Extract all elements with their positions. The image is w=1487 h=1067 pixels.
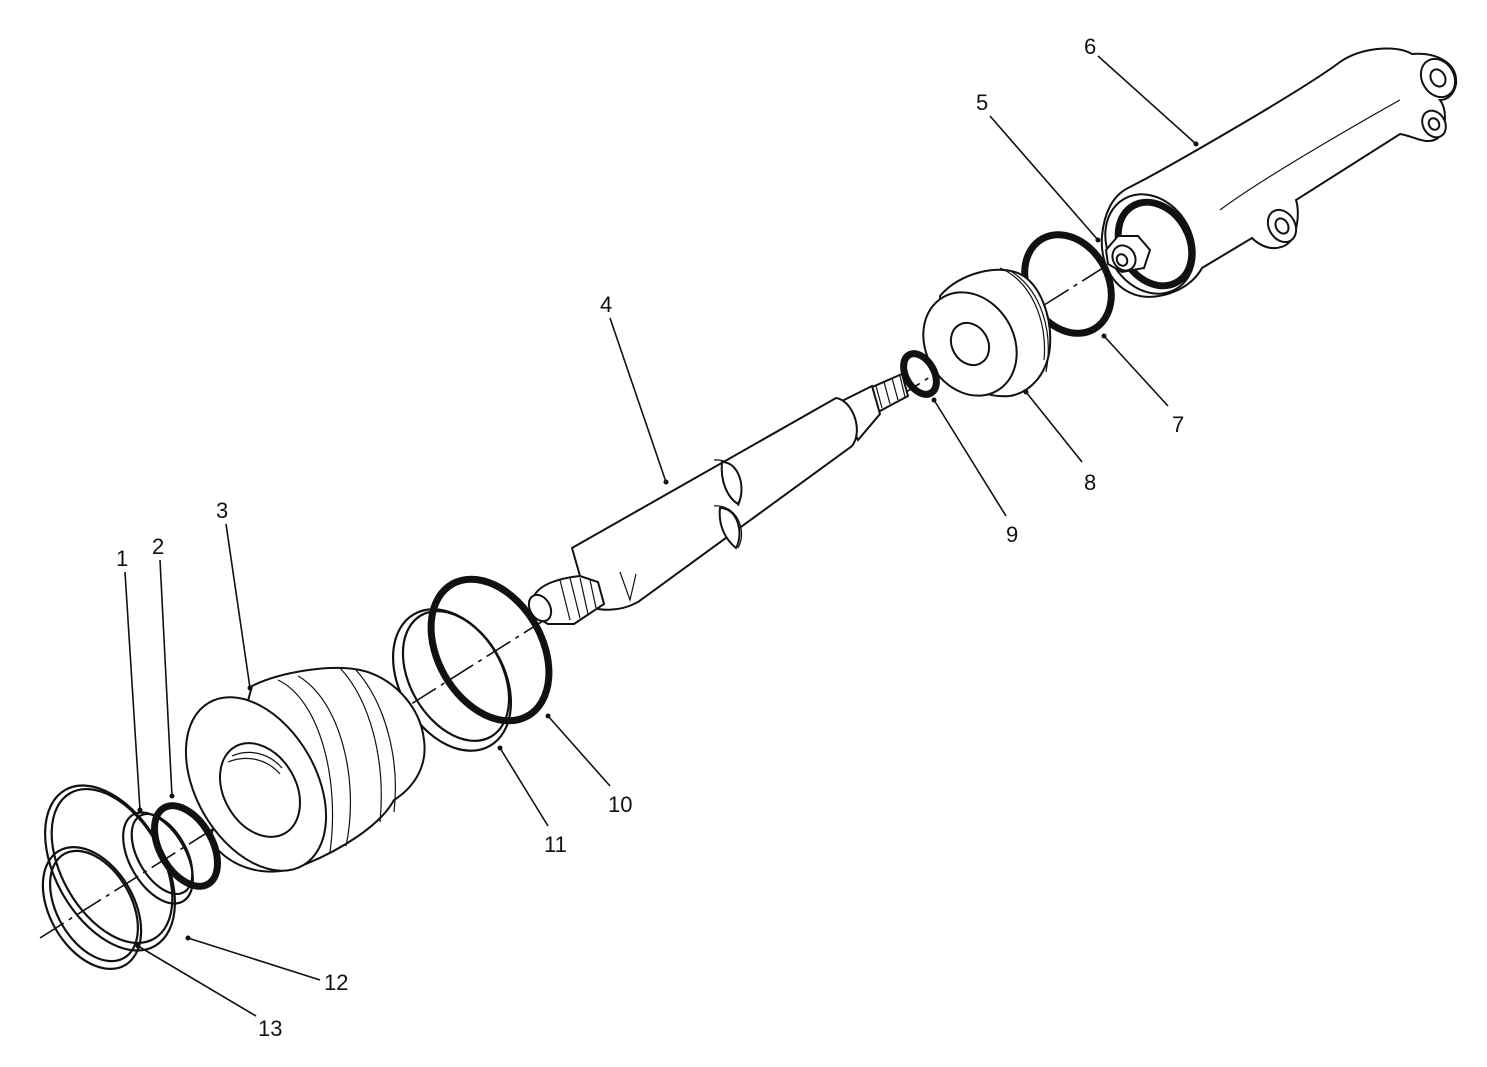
callout-8: 8	[1023, 389, 1096, 495]
callout-number: 5	[976, 90, 988, 115]
callout-2: 2	[152, 534, 175, 799]
callout-11: 11	[497, 745, 567, 857]
callout-7: 7	[1101, 333, 1184, 437]
callout-9: 9	[931, 397, 1018, 547]
callout-4: 4	[600, 292, 669, 485]
callout-12: 12	[185, 935, 348, 995]
callout-13: 13	[135, 943, 282, 1041]
callout-5: 5	[976, 90, 1101, 243]
callout-number: 3	[216, 498, 228, 523]
gland-part-3	[184, 667, 426, 873]
cylinder-barrel-part-6	[1100, 47, 1458, 298]
callout-6: 6	[1084, 34, 1199, 147]
piston-part-8	[922, 267, 1052, 398]
o-ring-part-10	[427, 575, 553, 725]
callout-number: 8	[1084, 470, 1096, 495]
callout-1: 1	[116, 546, 143, 813]
callout-number: 2	[152, 534, 164, 559]
callout-number: 1	[116, 546, 128, 571]
ring-part-13	[41, 846, 143, 970]
small-ring-part-9	[900, 350, 940, 398]
callout-number: 6	[1084, 34, 1096, 59]
callout-number: 13	[258, 1016, 282, 1041]
piston-rod-part-4	[527, 372, 910, 625]
ring-part-12	[44, 784, 176, 952]
callout-number: 10	[608, 792, 632, 817]
callout-10: 10	[545, 713, 632, 817]
callout-number: 11	[544, 832, 567, 857]
callout-number: 4	[600, 292, 612, 317]
callout-3: 3	[216, 498, 253, 691]
callout-number: 9	[1006, 522, 1018, 547]
callout-number: 12	[324, 970, 348, 995]
hex-nut-part-5	[1104, 235, 1152, 274]
callout-number: 7	[1172, 412, 1184, 437]
